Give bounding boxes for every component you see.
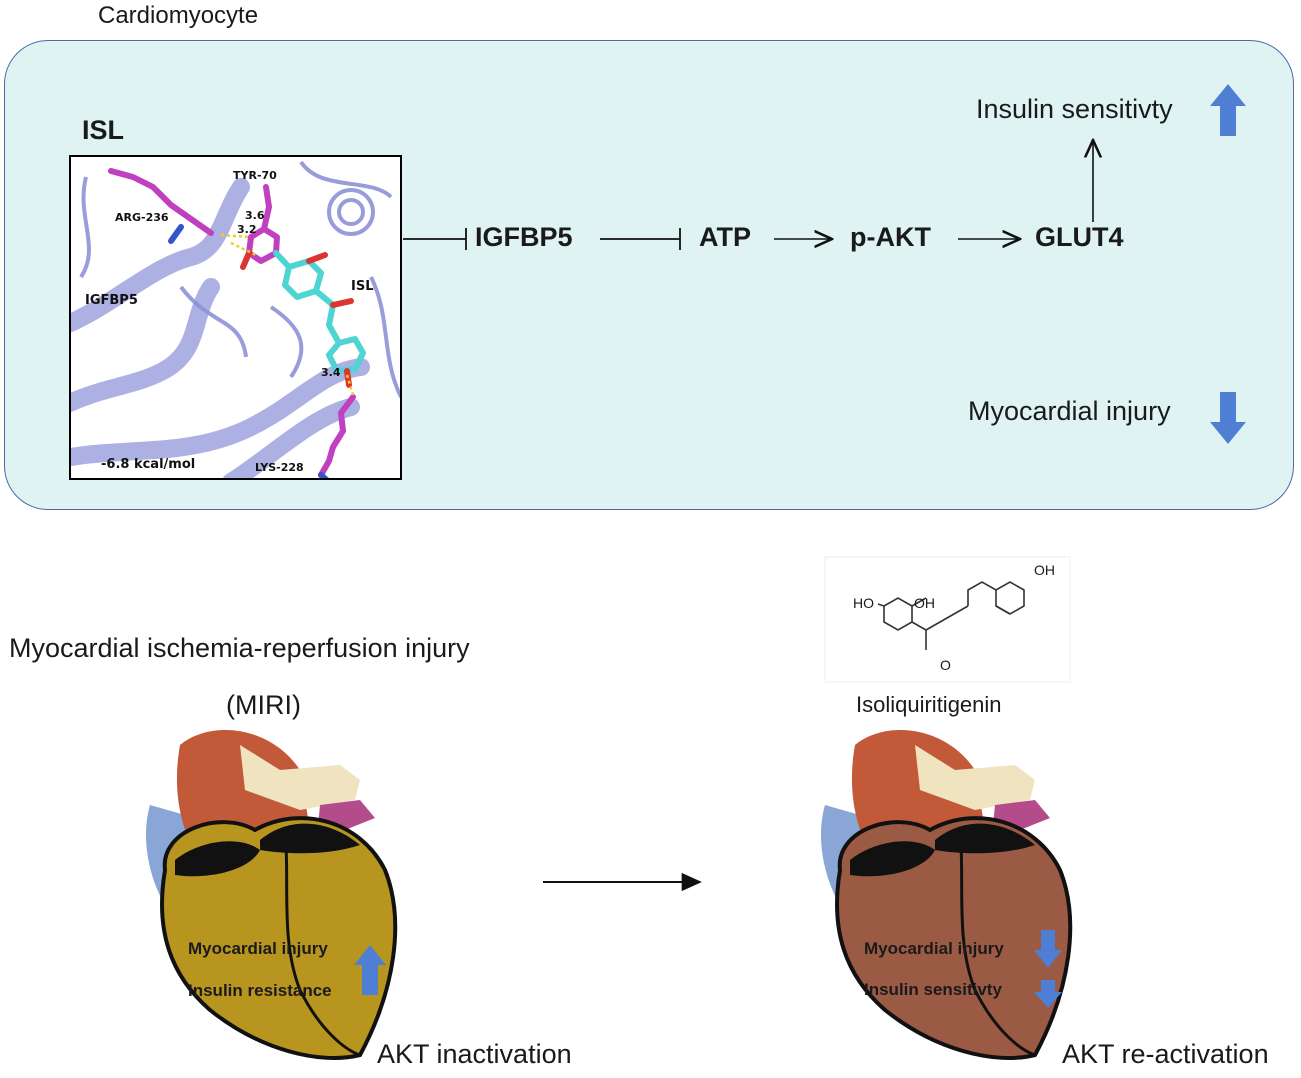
distance-label-1: 3.6: [245, 209, 265, 222]
right-heart: [820, 730, 1073, 1060]
residue-label-arg: ARG-236: [115, 211, 169, 224]
lys-228-residue: [318, 394, 356, 478]
left-heart-resistance-text: Insulin resistance: [188, 981, 332, 1000]
residue-label-tyr: TYR-70: [233, 169, 277, 182]
node-atp: ATP: [699, 222, 751, 252]
node-igfbp5: IGFBP5: [475, 222, 573, 252]
distance-label-2: 3.2: [237, 223, 257, 236]
hydrogen-bonds: [220, 233, 355, 396]
docking-panel: TYR-70 ARG-236 3.6 3.2 ISL IGFBP5 3.4 -6…: [69, 155, 402, 480]
structure-frame: [824, 556, 1071, 683]
right-heart-caption: AKT re-activation: [1062, 1039, 1269, 1069]
up-arrow-icon: [1210, 84, 1246, 136]
down-arrow-icon: [1210, 392, 1246, 444]
docking-structure: [71, 160, 400, 478]
left-heart-injury-text: Myocardial injury: [188, 939, 328, 958]
isl-ligand: [273, 250, 366, 388]
atom-oh-2: OH: [1034, 562, 1055, 578]
myocardial-injury-label: Myocardial injury: [968, 396, 1171, 426]
atom-o: O: [940, 657, 951, 673]
inhibition-arrow-isl-igfbp5: [403, 228, 467, 250]
left-heart: [145, 730, 398, 1060]
residue-label-lys: LYS-228: [255, 461, 304, 474]
right-heart-sensitivity-text: Insulin sensitivty: [864, 980, 1002, 999]
atom-oh-1: OH: [914, 595, 935, 611]
right-heart-down-arrow-icon: [1034, 930, 1062, 968]
node-glut4: GLUT4: [1035, 222, 1124, 252]
protein-ribbon: [71, 178, 370, 478]
inhibition-arrow-igfbp5-atp: [600, 228, 681, 250]
docking-title: ISL: [82, 115, 125, 145]
node-p-akt: p-AKT: [850, 222, 931, 252]
left-heart-caption: AKT inactivation: [377, 1039, 572, 1069]
protein-label: IGFBP5: [85, 293, 138, 308]
compound-name: Isoliquiritigenin: [856, 692, 1002, 717]
cell-title: Cardiomyocyte: [98, 2, 259, 29]
atom-ho: HO: [853, 595, 874, 611]
binding-energy: -6.8 kcal/mol: [101, 457, 196, 472]
right-heart-up-arrow-icon: [1034, 980, 1062, 1008]
ligand-label: ISL: [351, 279, 374, 294]
left-heart-up-arrow-icon: [354, 945, 386, 995]
miri-abbrev: (MIRI): [226, 690, 301, 720]
distance-label-3: 3.4: [321, 366, 341, 379]
arg-236-residue: [108, 168, 214, 244]
right-heart-injury-text: Myocardial injury: [864, 939, 1004, 958]
miri-title: Myocardial ischemia-reperfusion injury: [9, 633, 470, 663]
insulin-sensitivity-label: Insulin sensitivty: [976, 94, 1173, 124]
isoliquiritigenin-structure: [877, 581, 1025, 650]
